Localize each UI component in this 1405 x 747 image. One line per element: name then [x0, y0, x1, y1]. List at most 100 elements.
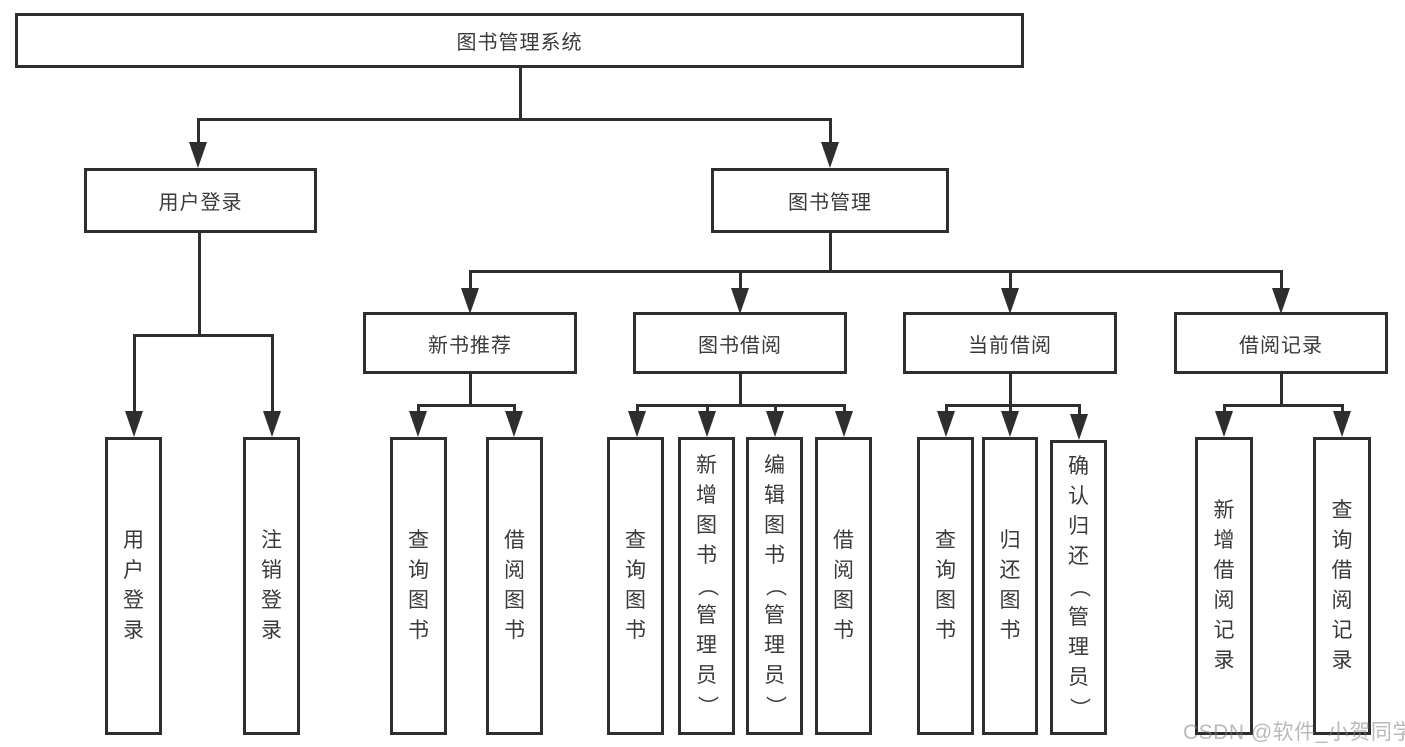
- vertical-char: 录: [123, 619, 144, 643]
- arrow-stem: [828, 118, 832, 148]
- vertical-char: 记: [1331, 619, 1353, 643]
- arrow-down-icon: [1070, 414, 1088, 440]
- vertical-char: 询: [1331, 528, 1353, 552]
- node-label: 借阅图书: [504, 526, 525, 646]
- arrow-down-icon: [461, 288, 479, 314]
- vertical-char: 阅: [1213, 589, 1235, 612]
- node-label: 注销登录: [261, 526, 282, 646]
- vertical-char: 注: [261, 528, 282, 552]
- node-new-book-recommendation: 新书推荐: [363, 312, 577, 374]
- connector-vline: [1008, 374, 1012, 406]
- vertical-char: 图: [696, 513, 717, 537]
- arrow-stem: [738, 271, 742, 294]
- vertical-char: 管: [1068, 605, 1089, 629]
- arrow-down-icon: [835, 411, 853, 437]
- arrow-stem: [512, 404, 516, 417]
- vertical-char: 辑: [764, 483, 785, 507]
- node-logout: 注销登录: [243, 437, 300, 735]
- vertical-char: 书: [999, 619, 1021, 643]
- arrow-down-icon: [125, 411, 143, 437]
- node-label: 借阅图书: [833, 526, 854, 646]
- arrow-stem: [1008, 271, 1012, 294]
- vertical-char: 录: [1331, 649, 1353, 673]
- vertical-char: 登: [123, 589, 144, 612]
- vertical-char: 借: [833, 528, 854, 552]
- vertical-char: 查: [625, 528, 646, 552]
- vertical-char: 图: [999, 589, 1021, 612]
- node-label: 查询图书: [408, 526, 429, 646]
- arrow-down-icon: [1333, 411, 1351, 437]
- vertical-char: 销: [261, 558, 282, 582]
- csdn-watermark: CSDN @软件_小贺同学: [1183, 721, 1405, 744]
- arrow-down-icon: [505, 411, 523, 437]
- arrow-stem: [705, 404, 709, 417]
- arrow-stem: [635, 404, 639, 417]
- connector-hline: [416, 403, 516, 407]
- vertical-char: （: [1067, 576, 1091, 598]
- node-label: 编辑图书（管理员）: [764, 451, 787, 721]
- connector-vline: [468, 374, 472, 406]
- arrow-down-icon: [698, 411, 716, 437]
- vertical-char: 增: [696, 483, 717, 507]
- vertical-char: 询: [625, 558, 646, 582]
- vertical-char: 归: [999, 528, 1021, 552]
- vertical-char: 确: [1068, 455, 1089, 479]
- vertical-char: 员: [764, 664, 785, 688]
- node-label: 新书推荐: [428, 334, 512, 357]
- connector-hline: [944, 403, 1081, 407]
- vertical-char: 查: [408, 528, 429, 552]
- arrow-down-icon: [263, 411, 281, 437]
- arrow-stem: [270, 334, 274, 417]
- node-label: 新增借阅记录: [1214, 496, 1235, 676]
- node-return-books: 归还图书: [982, 437, 1038, 735]
- vertical-char: 查: [1331, 498, 1353, 522]
- vertical-char: 书: [833, 619, 854, 643]
- arrow-stem: [196, 118, 200, 148]
- arrow-down-icon: [821, 142, 839, 168]
- vertical-char: 录: [261, 619, 282, 643]
- node-label: 图书管理: [788, 192, 872, 214]
- vertical-char: ）: [695, 695, 719, 717]
- arrow-stem: [1222, 404, 1226, 417]
- arrow-stem: [468, 271, 472, 294]
- connector-vline: [738, 374, 742, 406]
- vertical-char: 借: [1331, 558, 1353, 582]
- node-label: 图书借阅: [698, 334, 782, 357]
- node-library-management-system: 图书管理系统: [15, 13, 1024, 68]
- vertical-char: 书: [696, 543, 717, 567]
- vertical-char: 借: [1213, 558, 1235, 582]
- connector-vline: [197, 231, 201, 337]
- node-label: 查询图书: [935, 526, 956, 646]
- node-edit-books-admin: 编辑图书（管理员）: [746, 437, 803, 735]
- node-label: 新增图书（管理员）: [696, 451, 719, 721]
- vertical-char: 还: [999, 558, 1021, 582]
- connector-hline: [635, 403, 846, 407]
- node-current-borrowing: 当前借阅: [903, 312, 1117, 374]
- arrow-stem: [773, 404, 777, 417]
- node-query-books-recommend: 查询图书: [390, 437, 447, 735]
- arrow-down-icon: [1001, 411, 1019, 437]
- vertical-char: 询: [935, 558, 956, 582]
- node-borrow-books-recommend: 借阅图书: [486, 437, 543, 735]
- node-query-books-borrowing: 查询图书: [607, 437, 664, 735]
- connector-hline: [196, 117, 832, 121]
- vertical-char: 理: [696, 634, 717, 658]
- node-borrowing-records: 借阅记录: [1174, 312, 1388, 374]
- vertical-char: 记: [1213, 619, 1235, 643]
- vertical-char: 登: [261, 589, 282, 612]
- vertical-char: 询: [408, 558, 429, 582]
- arrow-down-icon: [731, 288, 749, 314]
- connector-hline: [468, 269, 1283, 273]
- arrow-stem: [1008, 404, 1012, 417]
- vertical-char: 认: [1068, 485, 1089, 509]
- vertical-char: 录: [1213, 649, 1235, 673]
- vertical-char: 新: [696, 453, 717, 477]
- vertical-char: 书: [504, 619, 525, 643]
- node-label: 借阅记录: [1239, 334, 1323, 357]
- node-query-books-current: 查询图书: [917, 437, 974, 735]
- node-confirm-return-admin: 确认归还（管理员）: [1050, 440, 1107, 735]
- vertical-char: 户: [123, 558, 144, 582]
- node-label: 当前借阅: [968, 334, 1052, 357]
- vertical-char: 图: [935, 589, 956, 612]
- arrow-down-icon: [1001, 288, 1019, 314]
